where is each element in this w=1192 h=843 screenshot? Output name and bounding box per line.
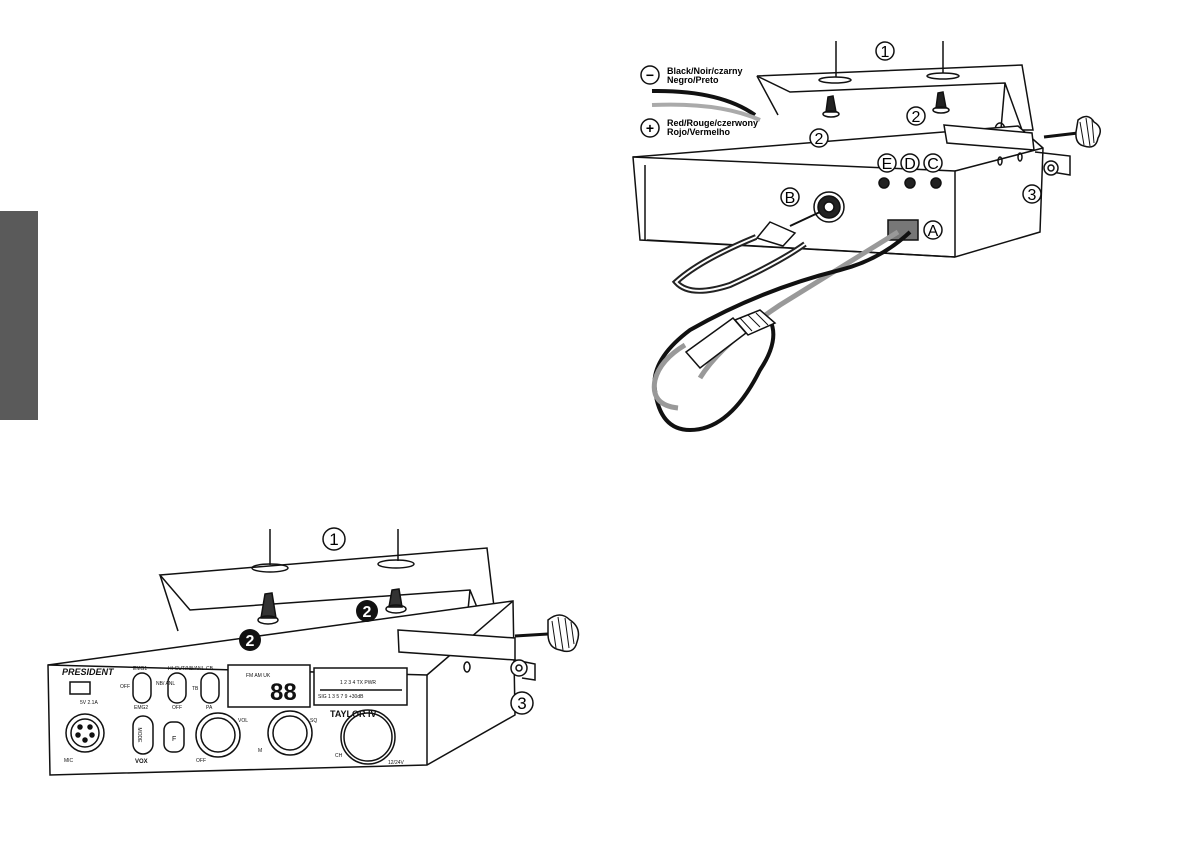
hicut-label: HI-CUT/NB/ANL	[168, 666, 205, 672]
callout-2-top-right: 2	[912, 109, 921, 126]
minus-symbol: −	[646, 67, 654, 83]
emg2-label: EMG2	[134, 705, 148, 711]
tb-label: TB	[192, 686, 199, 692]
positive-wire-label-line2: Rojo/Vermelho	[667, 127, 731, 137]
rear-view-diagram	[633, 41, 1100, 430]
vol-label: VOL	[238, 718, 248, 724]
callout-2-bottom-right: 2	[363, 604, 372, 621]
callout-A: A	[928, 223, 939, 240]
display-channel: 88	[270, 679, 297, 706]
mic-label: MIC	[64, 758, 74, 764]
meter-scale-bottom: SIG 1 3 5 7 9 +30dB	[318, 694, 364, 700]
callout-1-top: 1	[881, 44, 890, 61]
callout-1-bottom: 1	[329, 530, 338, 549]
sq-label: SQ	[310, 718, 317, 724]
brand-logo: PRESIDENT	[62, 667, 115, 677]
vox-label: VOX	[135, 759, 148, 765]
f-key-label: F	[172, 736, 176, 743]
cb-label: CB	[206, 666, 214, 672]
m-label: M	[258, 748, 262, 754]
display-modes: FM AM UK	[246, 673, 271, 679]
callout-B: B	[785, 190, 796, 207]
mode-label: MODE	[136, 728, 142, 744]
off-label-2: OFF	[172, 705, 182, 711]
off-label-3: OFF	[196, 758, 206, 764]
callout-2-bottom-left: 2	[246, 633, 255, 650]
mounting-knob-icon	[1044, 116, 1100, 147]
ch-label: CH	[335, 753, 343, 759]
callout-3-top: 3	[1028, 187, 1037, 204]
pa-label: PA	[206, 705, 213, 711]
off-label-1: OFF	[120, 684, 130, 690]
callout-D: D	[904, 156, 916, 173]
front-mounting-knob-icon	[515, 615, 578, 651]
model-name: TAYLOR IV	[330, 709, 377, 719]
callout-C: C	[927, 156, 939, 173]
nb-anl-label: NB/ ANL	[156, 681, 175, 687]
emg1-label: EMG1	[133, 666, 147, 672]
voltage-label: 12/24V	[388, 760, 405, 766]
front-view-diagram	[48, 529, 578, 775]
negative-wire-label-line2: Negro/Preto	[667, 75, 719, 85]
plus-symbol: +	[646, 120, 654, 136]
callout-2-top-left: 2	[815, 131, 824, 148]
meter-scale-top: 1 2 3 4 TX PWR	[340, 680, 376, 686]
callout-3-bottom: 3	[517, 694, 526, 713]
usb-label: 5V 2.1A	[80, 700, 98, 706]
callout-E: E	[882, 156, 893, 173]
